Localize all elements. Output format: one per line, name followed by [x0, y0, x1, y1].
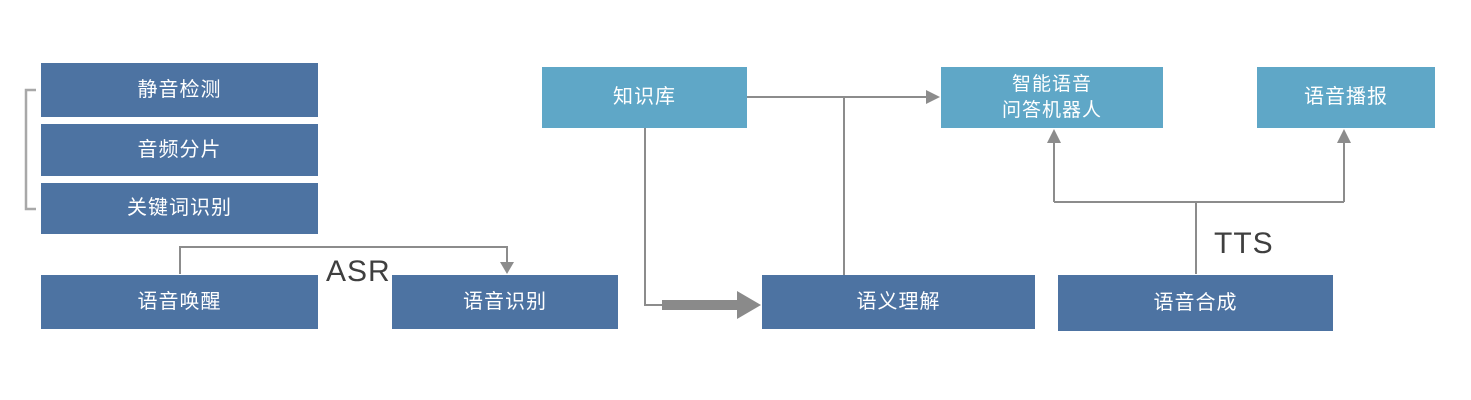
- node-semantic-understanding: 语义理解: [762, 275, 1035, 329]
- node-audio-segmentation-label: 音频分片: [137, 138, 222, 161]
- node-voice-broadcast-label: 语音播报: [1304, 86, 1388, 108]
- node-voice-wakeup-label: 语音唤醒: [137, 290, 222, 313]
- node-speech-synthesis-label: 语音合成: [1153, 291, 1238, 314]
- node-silence-detection-label: 静音检测: [137, 78, 222, 101]
- group-bracket: [24, 88, 36, 211]
- edge-label-asr: ASR: [326, 255, 391, 288]
- node-qa-robot-label: 智能语音 问答机器人: [1001, 73, 1102, 121]
- thick-arrow-into-semantic-icon: [662, 291, 761, 319]
- tts-arrowhead-up-right-icon: [1337, 129, 1351, 143]
- node-silence-detection: 静音检测: [41, 63, 318, 117]
- node-keyword-recognition: 关键词识别: [41, 183, 318, 234]
- node-audio-segmentation: 音频分片: [41, 124, 318, 176]
- tts-arrowhead-up-left-icon: [1047, 129, 1061, 143]
- kb-down-elbow-line: [644, 128, 663, 306]
- node-speech-recognition: 语音识别: [392, 275, 618, 329]
- node-speech-synthesis: 语音合成: [1058, 275, 1333, 331]
- tts-fork-line: [1053, 142, 1345, 274]
- node-knowledge-base-label: 知识库: [613, 86, 676, 108]
- node-voice-wakeup: 语音唤醒: [41, 275, 318, 329]
- node-keyword-recognition-label: 关键词识别: [127, 197, 232, 219]
- kb-to-qa-arrowhead-icon: [926, 90, 940, 104]
- node-semantic-understanding-label: 语义理解: [856, 290, 941, 313]
- node-speech-recognition-label: 语音识别: [463, 290, 547, 313]
- asr-arrowhead-down-icon: [500, 262, 514, 274]
- edge-label-tts: TTS: [1214, 227, 1274, 260]
- node-qa-robot: 智能语音 问答机器人: [941, 67, 1163, 128]
- node-voice-broadcast: 语音播报: [1257, 67, 1435, 128]
- node-knowledge-base: 知识库: [542, 67, 747, 128]
